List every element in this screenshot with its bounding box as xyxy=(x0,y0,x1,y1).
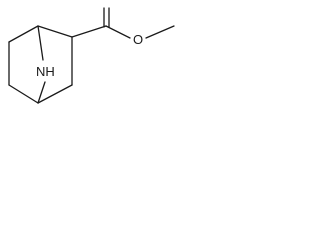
bond-carbonyl-ester-o xyxy=(105,25,131,39)
bond-c3-c4 xyxy=(8,84,39,104)
bond-ester-o-methyl xyxy=(145,25,175,39)
bond-c1-c2 xyxy=(8,25,39,43)
bond-c6-carbonyl xyxy=(71,25,107,38)
nitrogen-label: NH xyxy=(36,64,55,79)
bond-c5-c4 xyxy=(37,84,73,104)
bond-n7-c4 xyxy=(37,81,46,104)
chemical-structure-canvas: NH O O xyxy=(0,0,182,134)
ester-oxygen-label: O xyxy=(133,32,143,47)
bond-c1-c6 xyxy=(37,25,73,38)
bond-c1-n7 xyxy=(37,25,44,61)
bicyclic-ester-structure: NH O O xyxy=(8,7,175,104)
